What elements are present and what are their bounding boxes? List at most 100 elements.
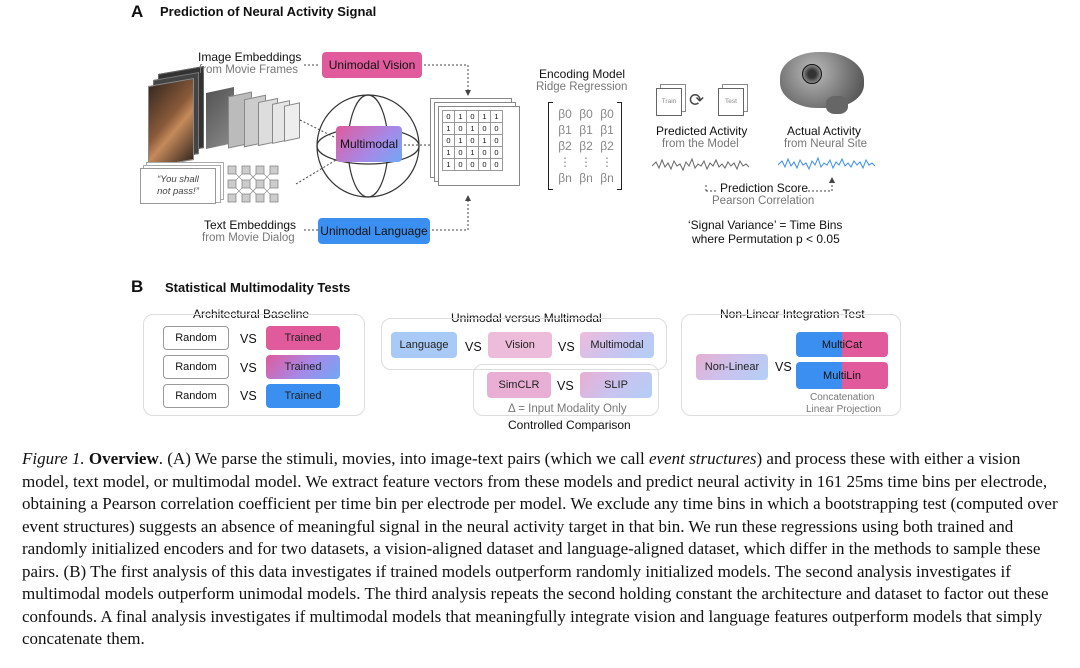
where-permutation-label: where Permutation p < 0.05 [692, 232, 840, 246]
vs-label-2: VS [240, 361, 257, 375]
caption-text-1: . (A) We parse the stimuli, movies, into… [158, 449, 649, 468]
vs-label-7: VS [775, 360, 792, 374]
trained-box-1: Trained [266, 326, 340, 350]
quote-box: “You shall not pass!” [140, 162, 224, 204]
from-movie-frames-label: from Movie Frames [199, 64, 299, 76]
matrix-cell: 1 [478, 110, 491, 123]
beta-coefficient: ⋮ [580, 155, 592, 169]
matrix-cell: 1 [466, 146, 479, 159]
matrix-cell: 0 [454, 158, 467, 171]
caption-bold: Overview [88, 449, 159, 468]
random-box-2: Random [163, 355, 229, 379]
nonlinear-group [681, 314, 901, 416]
matrix-cell: 0 [466, 158, 479, 171]
beta-coefficient: ⋮ [601, 155, 613, 169]
text-network-icon [227, 165, 279, 203]
matrix-cell: 1 [490, 110, 503, 123]
beta-coefficient: βn [579, 171, 593, 185]
vs-label-5: VS [558, 340, 575, 354]
arch-baseline-group [143, 314, 365, 416]
beta-row: β0 β0 β0 [555, 106, 617, 122]
test-label: Test [718, 88, 744, 116]
vs-label-6: VS [557, 379, 574, 393]
delta-note-label: Δ = Input Modality Only [508, 403, 627, 415]
caption-text-2: ) and process these with either a vision… [22, 449, 1058, 648]
panel-b-letter: B [131, 277, 144, 296]
train-label: Train [656, 88, 682, 116]
prediction-score-label: Prediction Score [720, 181, 809, 195]
random-box-3: Random [163, 384, 229, 408]
matrix-cell: 0 [442, 134, 455, 147]
trained-box-2: Trained [266, 355, 340, 379]
beta-coefficient: β1 [558, 123, 572, 137]
vision-box: Vision [488, 332, 552, 358]
multilin-box: MultiLin [796, 362, 888, 389]
from-movie-dialog-label: from Movie Dialog [202, 232, 295, 244]
panel-b-title: Statistical Multimodality Tests [165, 280, 351, 295]
matrix-cell: 0 [478, 146, 491, 159]
matrix-cell: 0 [466, 110, 479, 123]
matrix-cell: 1 [442, 122, 455, 135]
beta-coefficient: βn [600, 171, 614, 185]
matrix-cell: 1 [478, 134, 491, 147]
simclr-box: SimCLR [487, 372, 551, 398]
concat-label: Concatenation [810, 392, 875, 403]
matrix-cell: 0 [478, 122, 491, 135]
beta-coefficient: β1 [579, 123, 593, 137]
beta-coefficient: β2 [600, 139, 614, 153]
multicat-box: MultiCat [796, 332, 888, 357]
quote-line-2: not pass!” [157, 186, 199, 197]
caption-italic: event structures [649, 449, 757, 468]
random-box-1: Random [163, 326, 229, 350]
panel-a-title: Prediction of Neural Activity Signal [160, 4, 377, 19]
beta-coefficient: βn [558, 171, 572, 185]
beta-coefficient: ⋮ [559, 155, 571, 169]
encoding-model-label: Encoding Model [539, 67, 626, 81]
unimodal-language-box: Unimodal Language [318, 218, 430, 244]
matrix-cell: 0 [442, 110, 455, 123]
matrix-cell: 1 [466, 122, 479, 135]
multimodal-box-b: Multimodal [580, 332, 654, 358]
matrix-cell: 1 [442, 158, 455, 171]
beta-coefficient: β2 [558, 139, 572, 153]
matrix-cell: 0 [490, 146, 503, 159]
predicted-signal-trace [652, 157, 750, 172]
linear-projection-label: Linear Projection [806, 404, 882, 415]
quote-line-1: “You shall [157, 174, 199, 185]
from-the-model-label: from the Model [662, 138, 739, 150]
predicted-activity-label: Predicted Activity [656, 124, 748, 138]
matrix-cell: 0 [454, 146, 467, 159]
nonlinear-box: Non-Linear [696, 354, 768, 380]
ridge-regression-label: Ridge Regression [536, 81, 628, 93]
train-test-icon: Train ⟳ Test [656, 84, 748, 118]
cycle-icon: ⟳ [689, 90, 705, 110]
vs-label-3: VS [240, 389, 257, 403]
beta-coefficient: β0 [600, 107, 614, 121]
unimodal-vision-box: Unimodal Vision [322, 52, 422, 78]
unimodal-vs-multimodal-group [381, 318, 667, 370]
from-neural-site-label: from Neural Site [784, 138, 868, 150]
image-embeddings-label: Image Embeddings [198, 50, 302, 64]
vs-label-4: VS [465, 340, 482, 354]
text-embeddings-label: Text Embeddings [204, 218, 297, 232]
figure-caption: Figure 1. Overview. (A) We parse the sti… [22, 448, 1062, 651]
actual-signal-trace [778, 156, 876, 171]
controlled-comparison-label: Controlled Comparison [508, 418, 631, 432]
matrix-cell: 1 [442, 146, 455, 159]
beta-coefficient: β0 [558, 107, 572, 121]
matrix-cell: 0 [478, 158, 491, 171]
matrix-cell: 1 [454, 134, 467, 147]
matrix-cell: 0 [454, 122, 467, 135]
matrix-cell: 0 [490, 158, 503, 171]
vs-label-1: VS [240, 332, 257, 346]
multimodal-box: Multimodal [336, 126, 402, 162]
panel-a-connectors [295, 64, 835, 231]
beta-coefficient: β0 [579, 107, 593, 121]
